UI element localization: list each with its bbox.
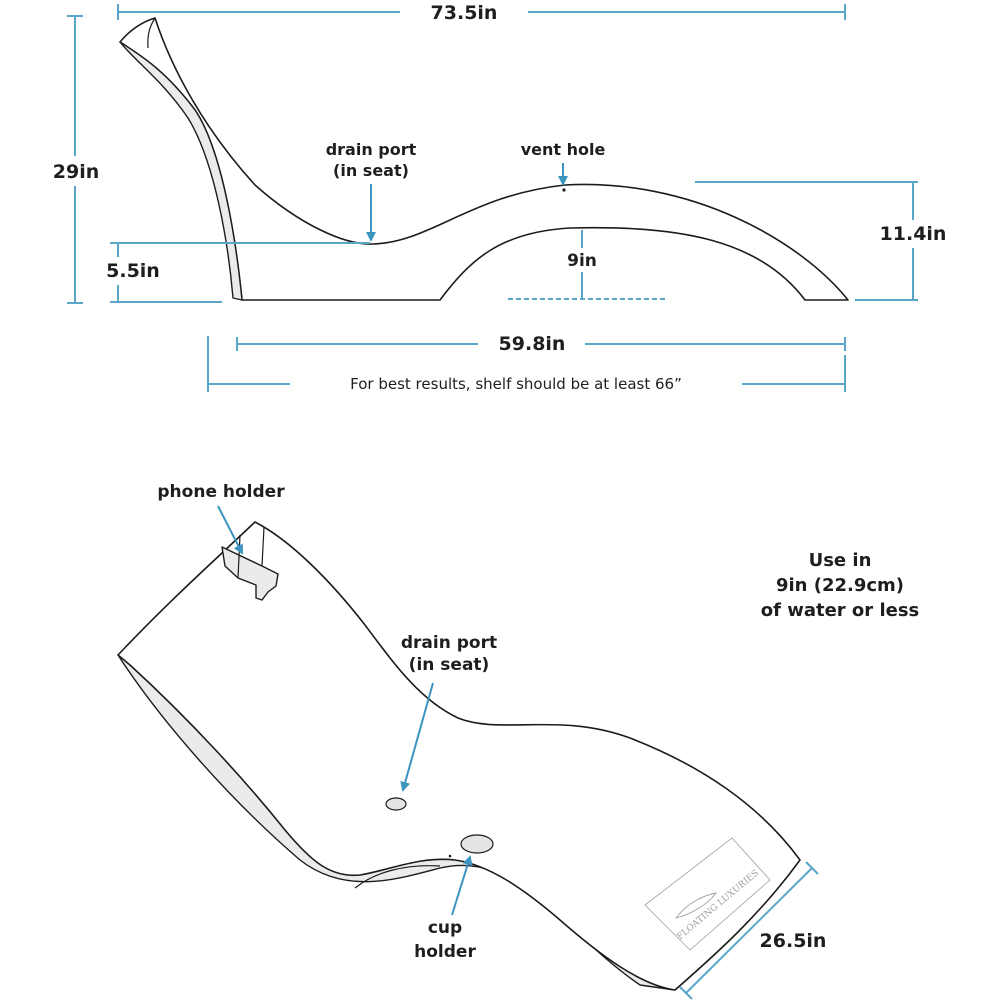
phone-holder-pointer	[217, 505, 243, 555]
width-label: 26.5in	[760, 930, 827, 952]
top-drain-port-label-line1: drain port	[401, 633, 497, 653]
width-dim-line	[685, 867, 813, 994]
clearance-label: 9in	[567, 251, 597, 271]
foot-height-label: 11.4in	[880, 223, 947, 245]
height-label: 29in	[53, 161, 99, 183]
top-drain-port-pointer	[400, 682, 434, 792]
usage-note-line2: 9in (22.9cm)	[776, 575, 904, 596]
seat-height-label: 5.5in	[106, 260, 160, 282]
cup-holder-label-line1: cup	[428, 918, 462, 938]
side-drain-port-label-line2: (in seat)	[333, 161, 409, 180]
lounger-side-view	[119, 17, 849, 301]
vent-hole-label: vent hole	[521, 140, 606, 159]
top-drain-port-label-line2: (in seat)	[409, 655, 490, 675]
lounger-perspective-view: FLOATING LUXURIES	[117, 521, 801, 991]
usage-note-line1: Use in	[809, 550, 872, 571]
top-view: FLOATING LUXURIES phone holder drain por…	[117, 482, 920, 1000]
overall-length-label: 73.5in	[431, 2, 498, 24]
usage-note-line3: of water or less	[761, 600, 920, 621]
leaf-logo-icon	[674, 892, 718, 919]
phone-holder-label: phone holder	[157, 482, 285, 502]
cup-holder-pointer	[451, 855, 473, 916]
shelf-note: For best results, shelf should be at lea…	[350, 375, 682, 393]
side-view: 73.5in 29in 5.5in 11.4in 9in 59.8in	[42, 2, 954, 393]
base-length-label: 59.8in	[499, 333, 566, 355]
side-drain-port-label-line1: drain port	[326, 140, 417, 159]
cup-holder-label-line2: holder	[414, 942, 476, 962]
